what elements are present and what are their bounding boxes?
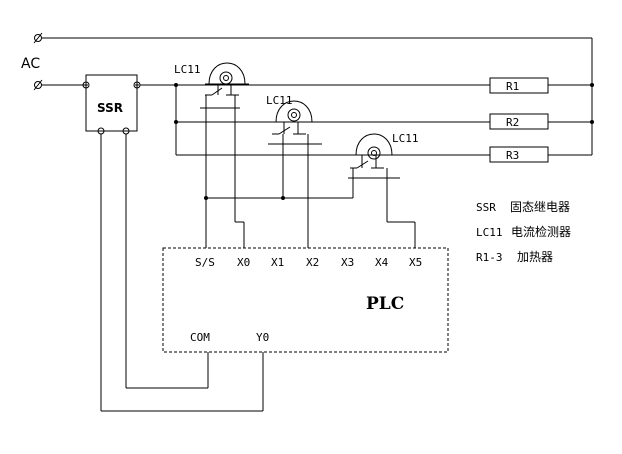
current-sensor-2: LC11 xyxy=(266,94,322,145)
sensor-1-label: LC11 xyxy=(174,63,201,76)
heater-r3: R3 xyxy=(489,146,549,163)
ssr-terminal-l1 xyxy=(82,81,90,89)
heater-r2-label: R2 xyxy=(506,116,519,129)
legend: SSR 固态继电器 LC11 电流检测器 R1-3 加热器 xyxy=(476,200,571,264)
sensor-3-label: LC11 xyxy=(392,132,419,145)
legend-code-r: R1-3 xyxy=(476,251,503,264)
legend-desc-r: 加热器 xyxy=(517,250,553,264)
plc-input-x1: X1 xyxy=(271,256,284,269)
ac-supply: AC xyxy=(21,32,592,91)
plc-input-x2: X2 xyxy=(306,256,319,269)
legend-desc-lc11: 电流检测器 xyxy=(511,224,571,239)
ssr-label: SSR xyxy=(97,101,123,115)
sensor-2-label: LC11 xyxy=(266,94,293,107)
ac-terminal-bottom xyxy=(34,81,42,89)
plc-input-x0: X0 xyxy=(237,256,250,269)
heater-r1: R1 xyxy=(489,77,549,94)
ac-terminal-top xyxy=(34,34,42,42)
legend-code-lc11: LC11 xyxy=(476,226,503,239)
heater-r3-label: R3 xyxy=(506,149,519,162)
ssr-relay: SSR xyxy=(82,74,141,135)
plc-output-com: COM xyxy=(190,331,210,344)
plc-input-x5: X5 xyxy=(409,256,422,269)
plc-input-ss: S/S xyxy=(195,256,215,269)
plc-unit: S/S X0 X1 X2 X3 X4 X5 PLC COM Y0 xyxy=(162,247,449,353)
current-sensor-1: LC11 xyxy=(174,62,249,109)
legend-code-ssr: SSR xyxy=(476,201,496,214)
heater-r1-label: R1 xyxy=(506,80,519,93)
plc-input-x3: X3 xyxy=(341,256,354,269)
legend-desc-ssr: 固态继电器 xyxy=(510,200,570,214)
plc-title: PLC xyxy=(366,294,404,314)
heater-r2: R2 xyxy=(489,113,549,130)
plc-input-x4: X4 xyxy=(375,256,389,269)
ac-label: AC xyxy=(21,56,40,72)
current-sensor-3: LC11 xyxy=(348,132,419,179)
plc-output-y0: Y0 xyxy=(256,331,269,344)
